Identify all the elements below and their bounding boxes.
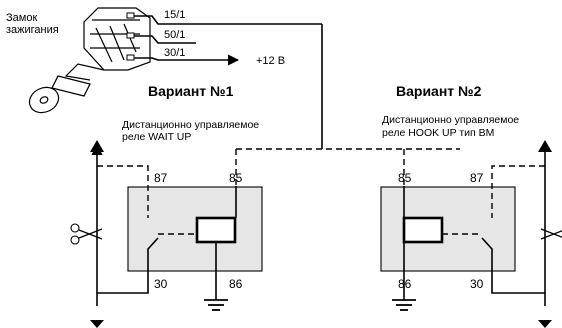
ignition-key-icon bbox=[28, 7, 151, 114]
relay2-pin85: 85 bbox=[398, 171, 412, 185]
relay1-pin85: 85 bbox=[229, 171, 243, 185]
scissors-icon bbox=[70, 223, 103, 245]
ignition-title-line2: зажигания bbox=[6, 24, 59, 36]
relay2-pin86: 86 bbox=[398, 277, 412, 291]
variant2-desc-line2: реле HOOK UP тип ВМ bbox=[382, 127, 494, 139]
relay2-box bbox=[380, 186, 516, 272]
ground-icon bbox=[392, 299, 416, 311]
terminal-50-1: 50/1 bbox=[164, 29, 185, 41]
ignition-switch: Замок зажигания 15/1 50/1 30/1 +12 В bbox=[6, 7, 322, 114]
variant1-desc-line1: Дистанционно управляемое bbox=[122, 119, 259, 131]
relay1-pin87: 87 bbox=[154, 171, 168, 185]
variant1-desc-line2: реле WAIT UP bbox=[122, 131, 191, 143]
relay2-pin87: 87 bbox=[470, 171, 484, 185]
relay2-pin30: 30 bbox=[470, 277, 484, 291]
variant2-title: Вариант №2 bbox=[396, 83, 482, 99]
terminal-30-1: 30/1 bbox=[164, 47, 185, 59]
scissors-icon bbox=[540, 228, 562, 240]
relay1-box bbox=[127, 186, 263, 272]
supply-label: +12 В bbox=[256, 55, 285, 67]
relay1-coil bbox=[195, 216, 237, 244]
relay2-coil bbox=[402, 216, 444, 244]
variant2: Вариант №2 Дистанционно управляемое реле… bbox=[380, 83, 562, 328]
variant1: Вариант №1 Дистанционно управляемое реле… bbox=[70, 83, 263, 328]
ignition-title-line1: Замок bbox=[6, 12, 37, 24]
variant2-desc-line1: Дистанционно управляемое bbox=[382, 114, 519, 126]
terminal-15-1: 15/1 bbox=[164, 9, 185, 21]
relay1-pin30: 30 bbox=[154, 277, 168, 291]
variant1-title: Вариант №1 bbox=[148, 83, 234, 99]
ground-icon bbox=[204, 299, 228, 311]
relay1-pin86: 86 bbox=[229, 277, 243, 291]
